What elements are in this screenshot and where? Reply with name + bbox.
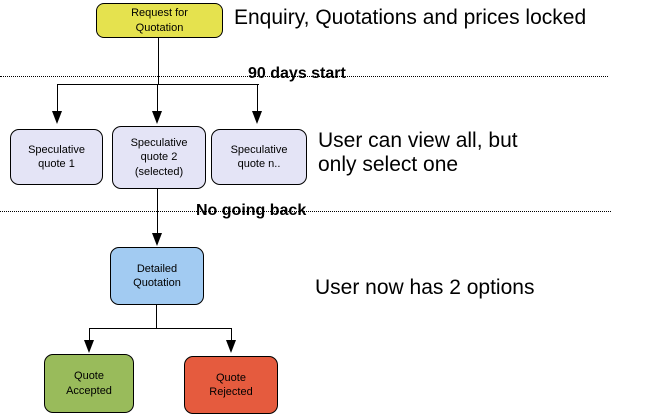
node-speculative-quote-n: Speculative quote n..	[211, 129, 307, 185]
arrowhead-accepted-icon	[84, 340, 94, 353]
arrowhead-spec2-icon	[152, 111, 162, 124]
connector-top-branch	[57, 84, 259, 85]
node-quote-accepted: Quote Accepted	[44, 354, 134, 413]
node-detailed-quotation: Detailed Quotation	[110, 247, 204, 305]
node-quote-rejected: Quote Rejected	[184, 356, 278, 414]
connector-to-spec1	[57, 84, 58, 112]
connector-spec2-to-detailed	[157, 189, 158, 234]
divider-label-90-days-start: 90 days start	[248, 65, 346, 82]
connector-bottom-branch	[89, 328, 232, 329]
connector-to-accepted	[89, 328, 90, 342]
annotation-user-two-options: User now has 2 options	[315, 276, 535, 299]
connector-to-specN	[257, 84, 258, 112]
node-speculative-quote-1: Speculative quote 1	[10, 129, 103, 185]
arrowhead-specN-icon	[252, 111, 262, 124]
arrowhead-detailed-icon	[152, 233, 162, 246]
node-speculative-quote-2-selected: Speculative quote 2 (selected)	[112, 126, 206, 189]
node-request-for-quotation: Request for Quotation	[96, 3, 223, 38]
divider-line-no-going-back	[0, 211, 611, 212]
arrowhead-rejected-icon	[226, 340, 236, 353]
annotation-enquiry-quotations-locked: Enquiry, Quotations and prices locked	[234, 6, 587, 29]
divider-line-90-days	[0, 76, 608, 77]
annotation-user-can-view-all: User can view all, but only select one	[318, 129, 518, 176]
connector-to-spec2	[157, 84, 158, 112]
connector-request-stem	[158, 38, 159, 84]
arrowhead-spec1-icon	[52, 111, 62, 124]
divider-label-no-going-back: No going back	[196, 202, 307, 219]
connector-detailed-stem	[156, 305, 157, 329]
connector-to-rejected	[231, 328, 232, 342]
